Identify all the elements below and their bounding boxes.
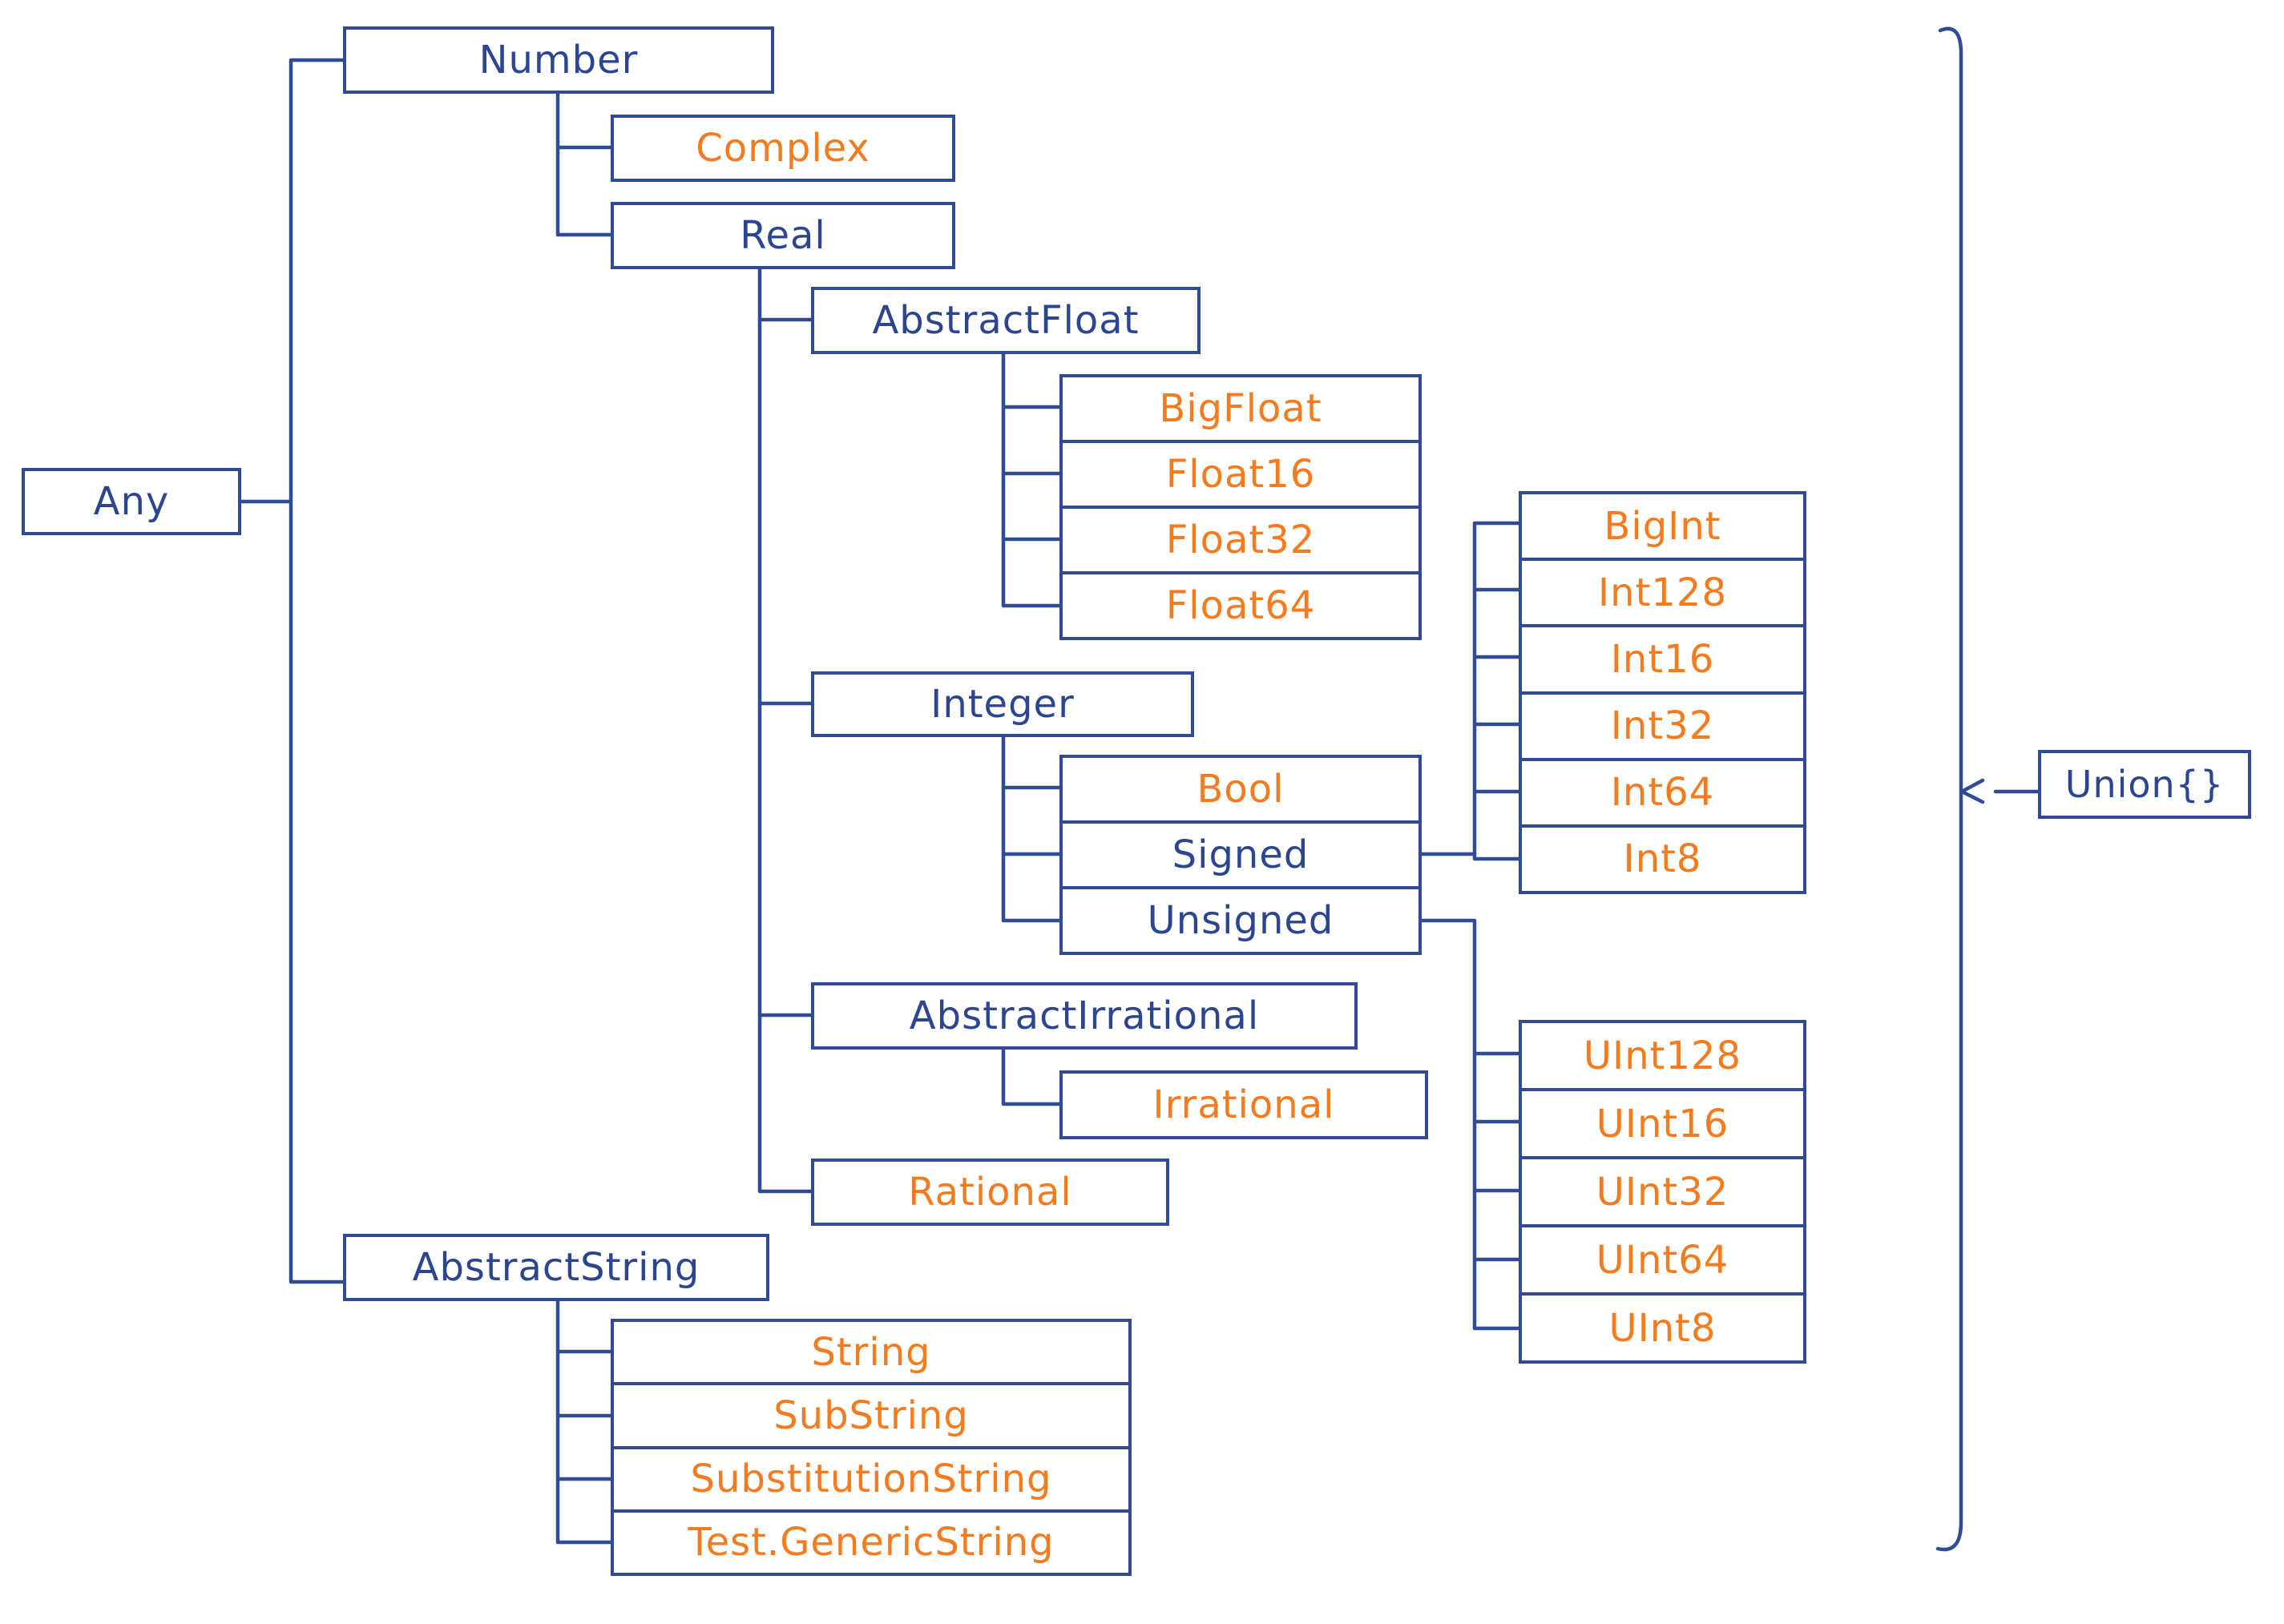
node-uint128: UInt128 xyxy=(1522,1023,1803,1088)
node-int16-label: Int16 xyxy=(1610,636,1715,682)
edge-any-trunk xyxy=(238,58,345,1284)
node-float16: Float16 xyxy=(1063,440,1418,506)
node-signed: Signed xyxy=(1063,820,1418,886)
edge-abstractstring-children xyxy=(555,1297,613,1545)
node-irrational-label: Irrational xyxy=(1152,1082,1335,1127)
edge-unsigned-children xyxy=(1418,918,1521,1331)
group-bracket xyxy=(1935,26,1963,1552)
edge-abstractfloat-children xyxy=(1001,350,1062,608)
node-float16-label: Float16 xyxy=(1165,452,1316,497)
node-union-bottom: Union{} xyxy=(2038,750,2251,819)
node-rational: Rational xyxy=(811,1159,1169,1226)
node-any: Any xyxy=(22,468,241,535)
integer-children-stack: Bool Signed Unsigned xyxy=(1059,755,1422,955)
edge-number-children xyxy=(555,91,613,237)
node-float64-label: Float64 xyxy=(1165,583,1316,628)
node-int64-label: Int64 xyxy=(1610,770,1715,816)
node-int16: Int16 xyxy=(1522,624,1803,691)
node-real: Real xyxy=(611,202,955,269)
union-arrow xyxy=(1959,778,2040,804)
node-integer: Integer xyxy=(811,671,1194,737)
node-uint32-label: UInt32 xyxy=(1596,1169,1729,1215)
node-signed-label: Signed xyxy=(1172,832,1309,877)
node-abstractfloat-label: AbstractFloat xyxy=(872,298,1140,343)
node-abstractstring-label: AbstractString xyxy=(412,1245,700,1290)
node-test-genericstring: Test.GenericString xyxy=(614,1509,1128,1573)
node-complex: Complex xyxy=(611,115,955,182)
node-substitutionstring-label: SubstitutionString xyxy=(690,1457,1052,1502)
node-bigfloat-label: BigFloat xyxy=(1159,386,1322,431)
node-int32: Int32 xyxy=(1522,691,1803,758)
node-complex-label: Complex xyxy=(696,126,870,171)
edge-signed-children xyxy=(1418,521,1521,861)
node-int8-label: Int8 xyxy=(1623,836,1702,882)
node-rational-label: Rational xyxy=(908,1170,1072,1215)
node-uint16: UInt16 xyxy=(1522,1088,1803,1156)
node-uint64-label: UInt64 xyxy=(1596,1237,1729,1283)
node-bigfloat: BigFloat xyxy=(1063,377,1418,440)
node-bigint: BigInt xyxy=(1522,494,1803,558)
node-abstractfloat: AbstractFloat xyxy=(811,287,1201,354)
node-abstractirrational: AbstractIrrational xyxy=(811,982,1358,1050)
node-bool-label: Bool xyxy=(1196,767,1285,812)
node-uint32: UInt32 xyxy=(1522,1156,1803,1224)
string-stack: String SubString SubstitutionString Test… xyxy=(611,1319,1132,1576)
node-float32-label: Float32 xyxy=(1165,518,1316,562)
node-string: String xyxy=(614,1322,1128,1382)
node-any-label: Any xyxy=(93,479,170,524)
node-real-label: Real xyxy=(740,213,826,258)
node-bool: Bool xyxy=(1063,758,1418,820)
node-int128: Int128 xyxy=(1522,558,1803,624)
node-union-bottom-label: Union{} xyxy=(2064,763,2225,806)
node-abstractirrational-label: AbstractIrrational xyxy=(909,993,1260,1038)
node-substring: SubString xyxy=(614,1382,1128,1445)
node-int32-label: Int32 xyxy=(1610,703,1715,749)
node-integer-label: Integer xyxy=(930,682,1075,727)
node-uint8-label: UInt8 xyxy=(1608,1305,1717,1351)
node-test-genericstring-label: Test.GenericString xyxy=(688,1520,1055,1566)
node-uint128-label: UInt128 xyxy=(1583,1033,1742,1078)
node-irrational: Irrational xyxy=(1059,1070,1428,1139)
node-substring-label: SubString xyxy=(773,1392,969,1438)
node-float32: Float32 xyxy=(1063,506,1418,571)
edge-real-children xyxy=(757,266,813,1194)
node-int128-label: Int128 xyxy=(1597,570,1727,615)
unsigned-uint-stack: UInt128 UInt16 UInt32 UInt64 UInt8 xyxy=(1519,1020,1806,1364)
node-substitutionstring: SubstitutionString xyxy=(614,1445,1128,1509)
signed-int-stack: BigInt Int128 Int16 Int32 Int64 Int8 xyxy=(1519,491,1806,894)
node-unsigned: Unsigned xyxy=(1063,886,1418,952)
node-uint16-label: UInt16 xyxy=(1596,1101,1729,1146)
edge-integer-children xyxy=(1001,734,1062,923)
node-uint64: UInt64 xyxy=(1522,1224,1803,1292)
node-float64: Float64 xyxy=(1063,571,1418,637)
node-uint8: UInt8 xyxy=(1522,1292,1803,1360)
edge-abstractirrational-children xyxy=(1001,1046,1062,1106)
node-abstractstring: AbstractString xyxy=(343,1234,769,1301)
node-int8: Int8 xyxy=(1522,824,1803,891)
node-number-label: Number xyxy=(478,38,639,83)
node-unsigned-label: Unsigned xyxy=(1147,898,1334,943)
float-stack: BigFloat Float16 Float32 Float64 xyxy=(1059,374,1422,640)
node-string-label: String xyxy=(811,1329,931,1375)
node-number: Number xyxy=(343,26,774,94)
node-int64: Int64 xyxy=(1522,757,1803,824)
node-bigint-label: BigInt xyxy=(1604,503,1721,549)
